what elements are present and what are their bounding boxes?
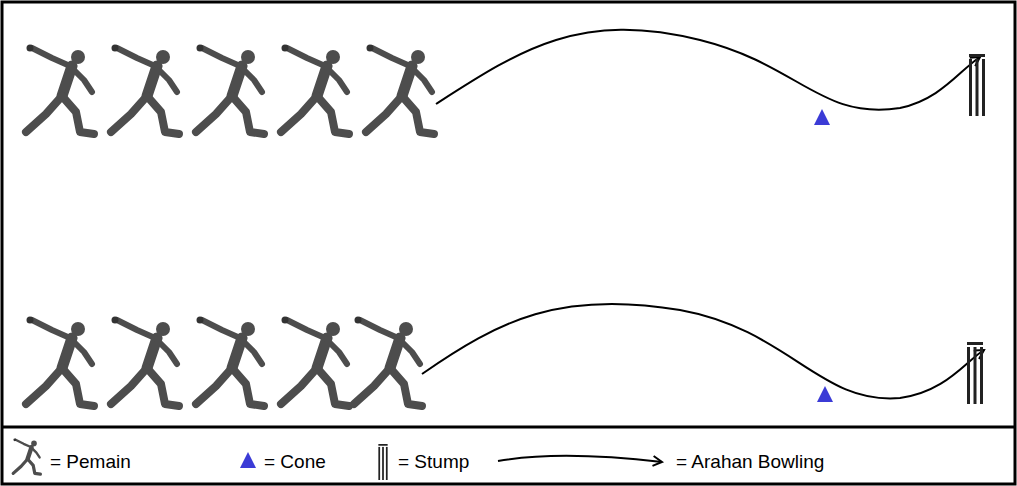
legend-player-icon xyxy=(13,438,40,474)
legend-cone-icon xyxy=(240,452,256,468)
stump xyxy=(967,342,983,404)
bowling-direction-arrow xyxy=(436,30,980,110)
top-row-players xyxy=(26,45,434,135)
legend-divider xyxy=(2,426,1015,429)
legend-text: = Cone xyxy=(264,452,326,471)
bowling-direction-arrow xyxy=(422,304,984,399)
cone xyxy=(817,386,833,402)
cone xyxy=(814,109,830,125)
legend-text: = Pemain xyxy=(50,452,131,471)
legend-text: = Stump xyxy=(398,452,469,471)
legend-text: = Arahan Bowling xyxy=(676,452,824,471)
legend-stump-icon xyxy=(378,444,387,480)
legend-arrow-icon xyxy=(498,456,662,462)
bottom-row-players xyxy=(26,317,422,407)
stump xyxy=(969,54,985,116)
